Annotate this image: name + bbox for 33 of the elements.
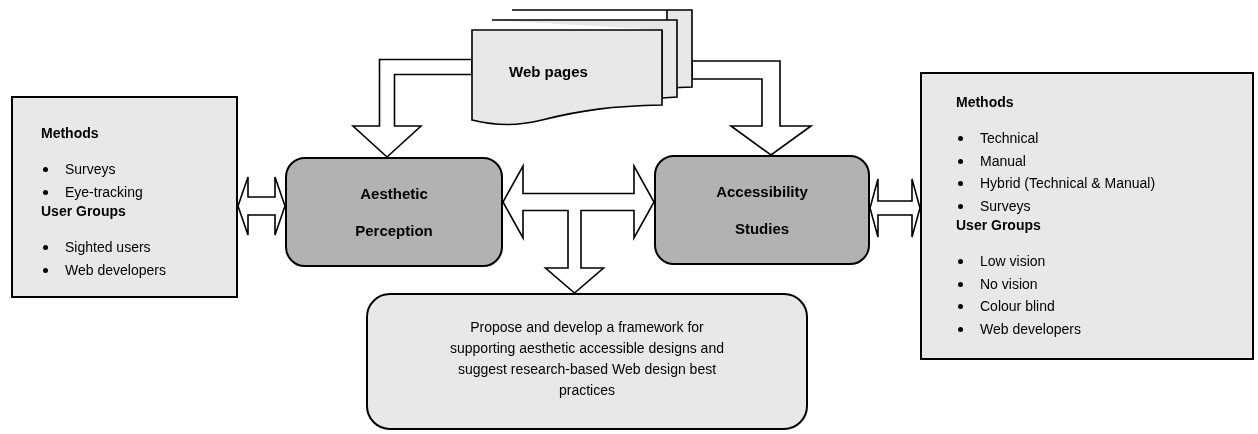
section-heading: User Groups [41, 203, 127, 220]
bullet-item: Technical [980, 130, 1039, 146]
block-arrow [869, 178, 921, 238]
bullet-item: Web developers [65, 261, 166, 278]
node-label: Perception [355, 222, 433, 239]
block-arrow [502, 162, 655, 295]
node-label: Accessibility [716, 183, 808, 200]
document-stack [472, 10, 692, 126]
bullet-item: Surveys [65, 161, 116, 177]
bullet-item: Low vision [980, 253, 1046, 269]
bullet-item: Manual [980, 152, 1026, 169]
bullet-item: No vision [980, 275, 1038, 292]
node-label: Aesthetic [360, 185, 428, 202]
node-label: Studies [734, 220, 790, 237]
node-label: Web pages [509, 63, 588, 80]
section-heading: Methods [41, 125, 100, 142]
bullet-item: Colour blind [980, 298, 1055, 314]
section-heading: User Groups [956, 217, 1042, 234]
process-box [285, 157, 503, 267]
bullet-item: Eye-tracking [65, 183, 143, 200]
info-box [11, 96, 238, 298]
block-arrow [350, 58, 473, 159]
block-arrow [691, 60, 814, 156]
bullet-item: Hybrid (Technical & Manual) [980, 175, 1156, 191]
bullet-item: Web developers [980, 320, 1081, 337]
bullet-item: Surveys [980, 197, 1031, 214]
section-heading: Methods [956, 94, 1015, 111]
block-arrow [237, 176, 286, 236]
outcome-box [366, 293, 808, 430]
bullet-item: Sighted users [65, 239, 151, 255]
info-box [920, 72, 1254, 360]
process-box [654, 155, 870, 265]
node-text: Propose and develop a framework for supporting aesthetic accessible designs and suggest research-based Web design best practices [449, 318, 725, 400]
